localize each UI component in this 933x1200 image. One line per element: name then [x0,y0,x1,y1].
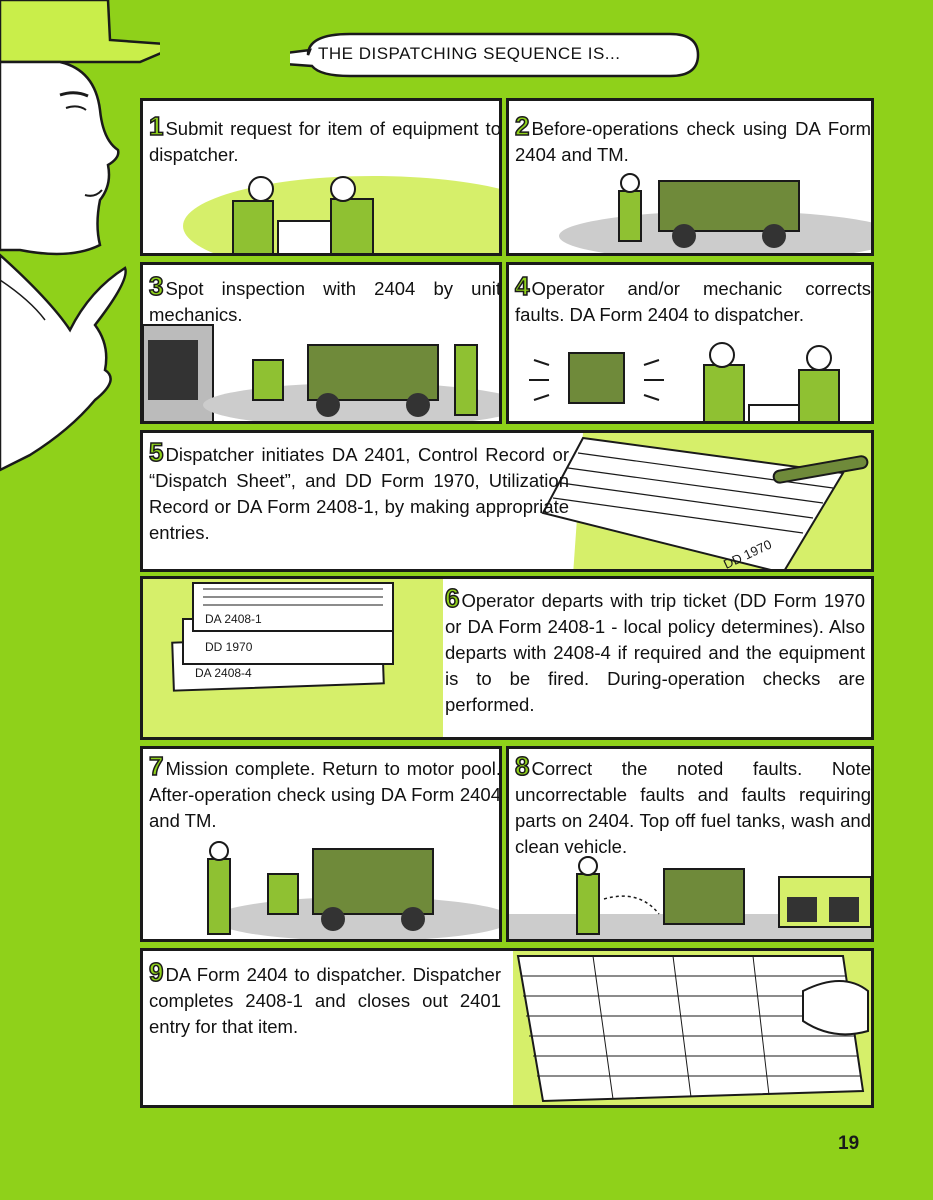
step-number-6: 6 [444,583,460,613]
step-text-6: Operator departs with trip ticket (DD Fo… [445,590,865,715]
form-label-da2408-4: DA 2408-4 [195,666,252,680]
step-number-1: 1 [148,111,164,141]
trip-ticket-forms-illustration: DA 2408-4 DD 1970 DA 2408-1 [143,579,443,737]
form-label-dd1970-b: DD 1970 [205,640,253,654]
step-number-7: 7 [148,751,164,781]
page-number: 19 [838,1133,860,1154]
step-number-3: 3 [148,271,164,301]
step-text-8: Correct the noted faults. Note uncorrect… [515,758,871,857]
form-label-da2408-1: DA 2408-1 [205,612,262,626]
step-text-2: Before-operations check using DA Form 24… [515,118,871,165]
correct-faults-illustration [529,342,840,421]
step-number-5: 5 [148,437,164,467]
step-text-9: DA Form 2404 to dispatcher. Dispatcher c… [149,964,501,1037]
step-number-9: 9 [148,957,164,987]
request-illustration [183,176,499,253]
step-text-4: Operator and/or mechanic corrects faults… [515,278,871,325]
step-text-1: Submit request for item of equipment to … [149,118,501,165]
jeep-check-illustration [559,173,871,253]
soldier-thinking-illustration [0,0,160,472]
speech-bubble-text: THE DISPATCHING SEQUENCE IS... [318,44,621,63]
step-text-7: Mission complete. Return to motor pool. … [149,758,501,831]
step-text-5: Dispatcher initiates DA 2401, Control Re… [149,444,569,543]
step-number-4: 4 [514,271,530,301]
step-number-8: 8 [514,751,530,781]
step-text-3: Spot inspection with 2404 by unit mechan… [149,278,501,325]
step-number-2: 2 [514,111,530,141]
wash-vehicle-illustration [509,856,871,939]
after-operation-check-illustration [207,841,499,939]
close-out-sheet-illustration [513,951,871,1105]
speech-bubble [290,32,700,78]
spot-inspection-illustration [143,324,499,421]
dispatch-sheet-illustration: DD 1970 [541,433,871,569]
